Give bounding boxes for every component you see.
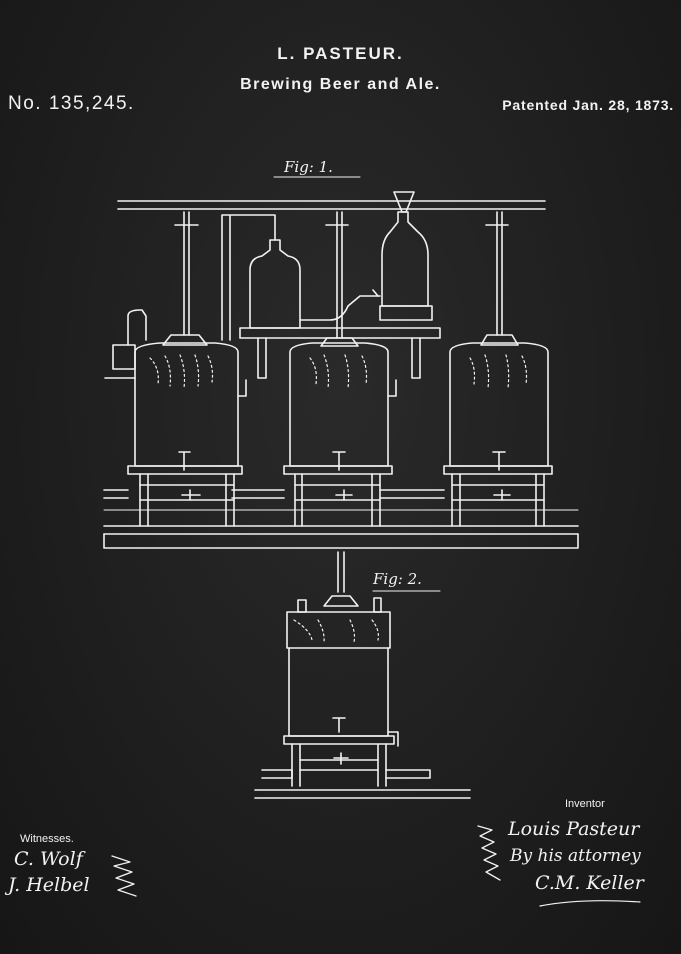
inventor-signature: Louis Pasteur	[508, 818, 640, 840]
vessel-left	[104, 211, 247, 527]
main-pipe	[117, 200, 546, 210]
flask-assembly	[221, 191, 441, 379]
vessel-fig2	[254, 551, 471, 799]
inventor-label: Inventor	[565, 798, 605, 810]
patent-date: Patented Jan. 28, 1873.	[502, 97, 674, 113]
fig1-label: Fig: 1.	[284, 158, 333, 176]
witnesses-label: Witnesses.	[20, 833, 74, 845]
patent-subtitle: Brewing Beer and Ale.	[240, 76, 441, 93]
patent-title: L. PASTEUR.	[277, 44, 404, 63]
attorney-line: By his attorney	[510, 846, 641, 866]
vessel-middle	[283, 211, 397, 527]
witness-signature-2: J. Helbel	[8, 874, 90, 896]
base-beam	[103, 489, 579, 549]
witness-signature-1: C. Wolf	[14, 848, 83, 870]
patent-number: No. 135,245.	[8, 93, 135, 114]
fig2-label: Fig: 2.	[373, 570, 422, 588]
vessel-right	[443, 211, 553, 527]
attorney-signature: C.M. Keller	[535, 872, 644, 894]
